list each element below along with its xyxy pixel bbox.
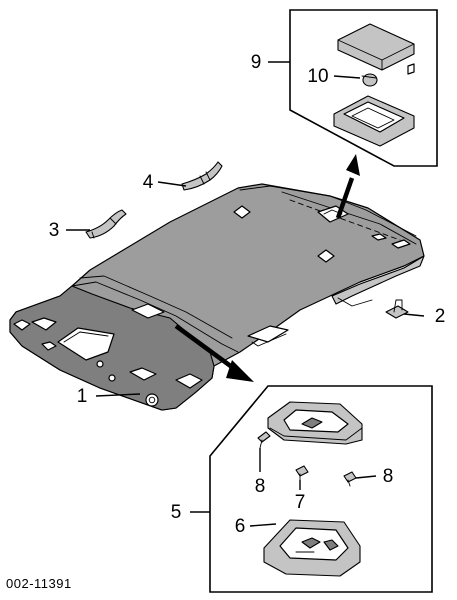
callout-4: 4 bbox=[143, 172, 154, 193]
headliner-panel bbox=[9, 183, 425, 411]
callout-3: 3 bbox=[49, 220, 60, 241]
callout-8-left: 8 bbox=[255, 476, 266, 497]
callout-9: 9 bbox=[251, 52, 262, 73]
part-number: 002-11391 bbox=[6, 576, 72, 591]
leader-lines bbox=[66, 61, 425, 527]
callout-labels: 1 2 3 4 5 6 7 8 8 9 10 bbox=[49, 52, 446, 537]
callout-7: 7 bbox=[295, 492, 306, 513]
callout-10: 10 bbox=[307, 66, 328, 87]
grab-handle-left bbox=[85, 209, 127, 239]
arrow-to-dome-lamp bbox=[335, 154, 360, 219]
overhead-console-detail-box bbox=[209, 385, 433, 593]
callout-2: 2 bbox=[435, 306, 446, 327]
callout-5: 5 bbox=[171, 502, 182, 523]
callout-6: 6 bbox=[235, 516, 246, 537]
grab-handle-rear bbox=[181, 161, 223, 191]
arrow-to-console bbox=[174, 324, 254, 382]
dome-lamp-detail-box bbox=[289, 9, 438, 167]
retaining-clip bbox=[385, 299, 409, 319]
callout-1: 1 bbox=[77, 386, 88, 407]
callout-8-right: 8 bbox=[383, 466, 394, 487]
